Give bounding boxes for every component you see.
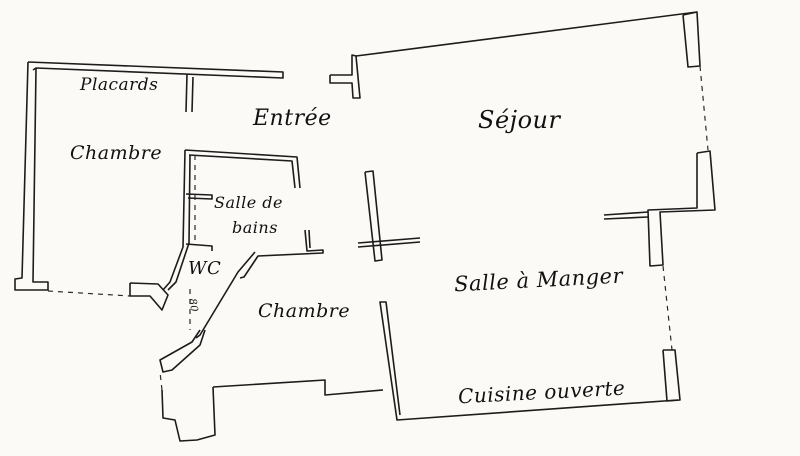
room-label-chambre-lower: Chambre (258, 300, 351, 322)
room-label-sejour: Séjour (478, 106, 561, 134)
room-label-salle-de-bains-2: bains (232, 218, 278, 237)
room-label-placards: Placards (80, 75, 159, 95)
room-label-entree: Entrée (253, 106, 332, 131)
living-room-walls (329, 11, 716, 421)
bathroom-walls (159, 149, 324, 373)
room-label-salle-de-bains-1: Salle de (214, 193, 283, 212)
lower-bedroom-walls (159, 371, 384, 442)
room-label-chambre-left: Chambre (70, 142, 163, 164)
small-mark: 80 (186, 297, 200, 314)
left-bedroom-walls (14, 61, 284, 311)
room-label-wc: WC (188, 258, 222, 279)
